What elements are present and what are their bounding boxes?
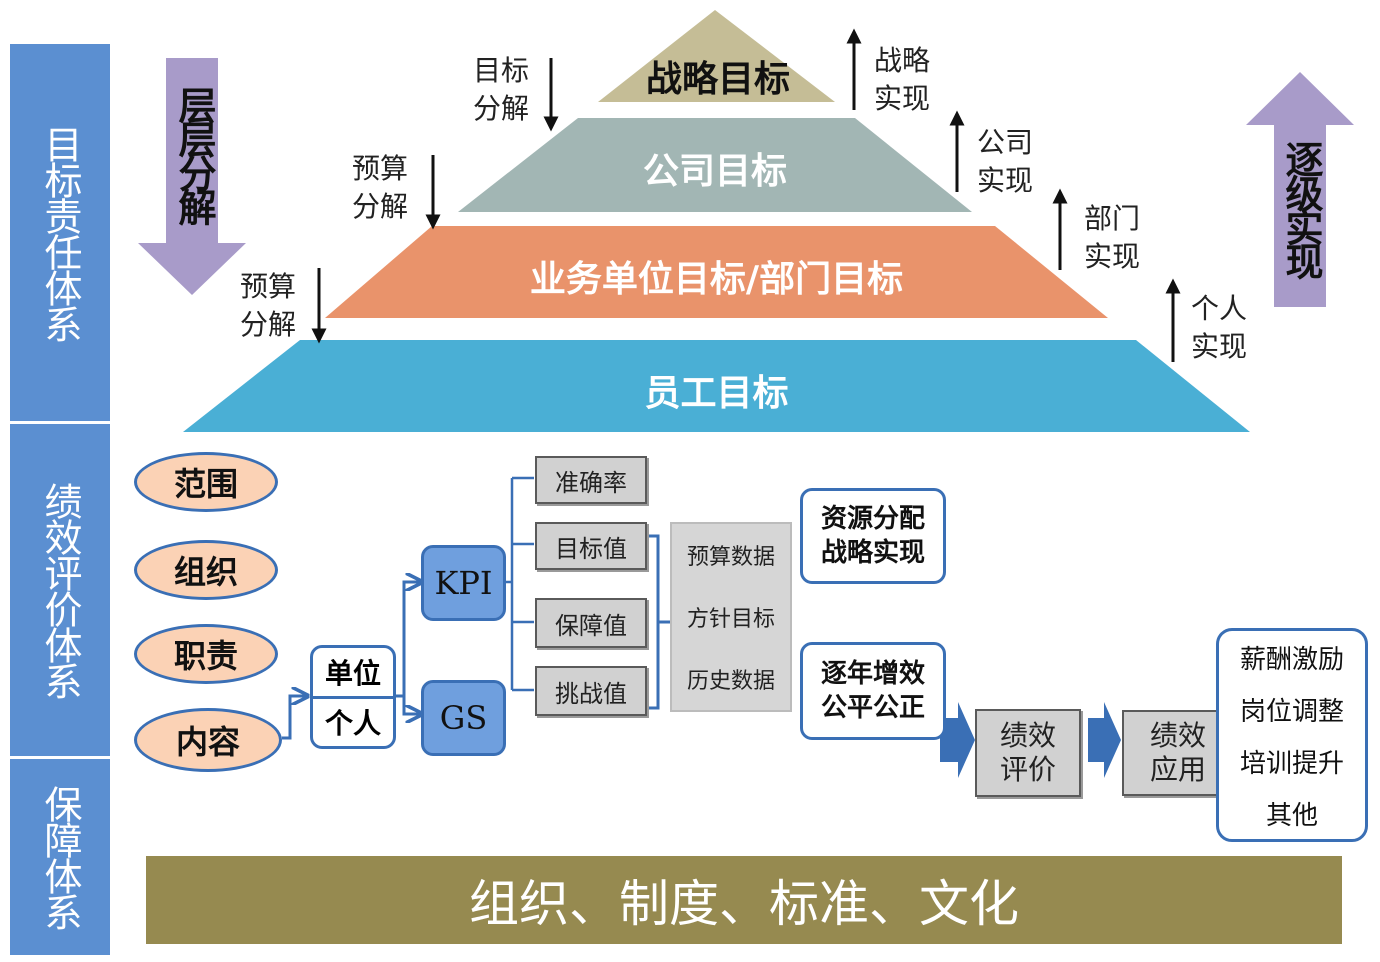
pyramid-employee-layer [183, 340, 1250, 432]
layer-decompose-big-arrow [138, 58, 246, 295]
data-source-item: 方针目标 [686, 607, 775, 632]
box-line: 逐年增效 [820, 659, 925, 689]
dept-realize-note: 部门 实现 [1084, 200, 1164, 276]
note-line: 实现 [1191, 330, 1248, 363]
note-line: 个人 [1191, 292, 1248, 325]
metrics-bracket [648, 534, 670, 710]
company-goal-label: 公司目标 [642, 151, 787, 192]
data-sources-panel: 预算数据 方针目标 历史数据 [670, 522, 792, 712]
box-line: 评价 [999, 753, 1056, 786]
applications-list: 薪酬激励 岗位调整 培训提升 其他 [1216, 628, 1368, 842]
to-apply-arrow [1088, 702, 1121, 778]
unit-individual-box: 单位 个人 [310, 645, 396, 749]
unit-to-gs-connector [396, 694, 420, 714]
pyramid-company-layer [458, 118, 972, 212]
employee-goal-label: 员工目标 [644, 373, 789, 414]
application-item: 薪酬激励 [1239, 644, 1344, 675]
note-line: 实现 [1084, 240, 1141, 273]
scope-item: 范围 [134, 452, 278, 512]
guarantee-system-panel: 保障体系 [10, 759, 110, 955]
note-line: 战略 [874, 44, 931, 77]
note-line: 实现 [977, 164, 1034, 197]
individual-label: 个人 [324, 707, 381, 741]
note-line: 预算 [352, 152, 409, 185]
budget-decompose-note-1: 预算 分解 [352, 150, 432, 226]
box-line: 应用 [1149, 753, 1206, 786]
strategic-goal-label: 战略目标 [645, 59, 790, 100]
guarantee-bar: 组织、制度、标准、文化 [146, 856, 1342, 944]
company-realize-note: 公司 实现 [977, 124, 1057, 200]
personal-realize-note: 个人 实现 [1191, 290, 1271, 366]
eval-system-label: 绩效评价体系 [38, 482, 82, 698]
data-source-item: 历史数据 [686, 669, 775, 694]
note-line: 实现 [874, 82, 931, 115]
content-to-unit-connector [282, 696, 306, 740]
guarantee-system-label: 保障体系 [38, 785, 82, 929]
data-source-item: 预算数据 [686, 545, 775, 570]
evaluation-connectors [282, 476, 1121, 778]
layer-decompose-label: 层层分解 [172, 86, 216, 222]
unit-label: 单位 [313, 648, 393, 699]
target-system-label: 目标责任体系 [38, 124, 82, 341]
pyramid-diagram [138, 10, 1354, 432]
metric-challenge-value: 挑战值 [535, 666, 647, 716]
scope-item: 内容 [134, 708, 282, 772]
kpi-tree-connector [506, 476, 534, 692]
note-line: 目标 [473, 54, 530, 87]
gs-box: GS [421, 680, 506, 756]
unit-goal-label: 业务单位目标/部门目标 [529, 259, 904, 300]
performance-evaluation-box: 绩效 评价 [975, 709, 1081, 797]
strategy-realize-note: 战略 实现 [874, 42, 954, 118]
pyramid-strategic-layer [598, 10, 835, 102]
unit-to-kpi-connector [396, 582, 420, 698]
note-line: 分解 [352, 190, 409, 223]
kpi-box: KPI [421, 545, 506, 621]
step-realize-big-arrow [1246, 72, 1354, 307]
application-item: 岗位调整 [1239, 696, 1344, 727]
application-item: 其他 [1265, 800, 1318, 831]
target-decompose-note: 目标 分解 [473, 52, 553, 128]
note-line: 分解 [473, 92, 530, 125]
box-line: 公平公正 [820, 693, 925, 723]
efficiency-fairness-box: 逐年增效 公平公正 [800, 642, 946, 740]
target-system-panel: 目标责任体系 [10, 44, 110, 421]
pyramid-unit-layer [325, 226, 1108, 318]
box-line: 资源分配 [820, 504, 925, 534]
eval-system-panel: 绩效评价体系 [10, 424, 110, 756]
metric-guarantee-value: 保障值 [535, 598, 647, 648]
box-line: 绩效 [1149, 719, 1206, 752]
note-line: 预算 [240, 270, 297, 303]
resource-strategy-box: 资源分配 战略实现 [800, 488, 946, 584]
box-line: 绩效 [999, 719, 1056, 752]
step-realize-label: 逐级实现 [1279, 140, 1323, 276]
scope-item: 组织 [134, 540, 278, 600]
application-item: 培训提升 [1239, 748, 1344, 779]
budget-decompose-note-2: 预算 分解 [240, 268, 320, 344]
scope-item: 职责 [134, 624, 278, 684]
note-line: 部门 [1084, 202, 1141, 235]
note-line: 分解 [240, 308, 297, 341]
metric-accuracy: 准确率 [535, 456, 647, 504]
note-line: 公司 [977, 126, 1034, 159]
to-eval-arrow [940, 702, 975, 778]
box-line: 战略实现 [820, 538, 925, 568]
metric-target-value: 目标值 [535, 522, 647, 570]
